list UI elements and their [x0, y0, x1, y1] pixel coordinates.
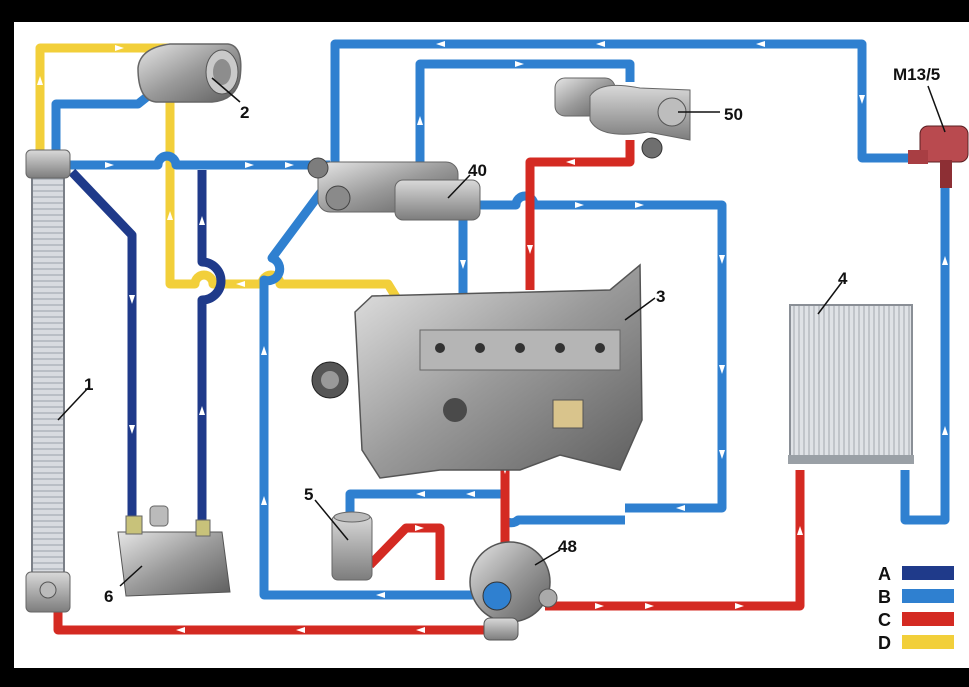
- flow-arrow: [566, 159, 575, 165]
- expansion-tank-component: [137, 43, 242, 103]
- flow-arrow: [466, 491, 475, 497]
- legend-key-b: B: [878, 587, 891, 607]
- radiator-component: [25, 149, 71, 613]
- flow-arrow: [719, 450, 725, 459]
- flow-arrow: [756, 41, 765, 47]
- flow-arrow: [296, 627, 305, 633]
- flow-arrow: [460, 260, 466, 269]
- flow-arrow: [942, 256, 948, 265]
- flow-arrow: [37, 76, 43, 85]
- coolant-pump-component: [469, 541, 558, 641]
- engine-component: [311, 263, 643, 479]
- component-40: [307, 157, 481, 221]
- leader-lines: [57, 77, 946, 587]
- legend-swatch-a: [902, 566, 954, 580]
- flow-arrow: [129, 425, 135, 434]
- flow-arrow: [635, 202, 644, 208]
- flow-arrow: [527, 245, 533, 254]
- flow-arrow: [115, 45, 124, 51]
- callout-4: 4: [838, 269, 848, 288]
- component-5: [331, 511, 373, 581]
- callout-3: 3: [656, 287, 665, 306]
- legend-swatch-c: [902, 612, 954, 626]
- flow-arrow: [199, 216, 205, 225]
- flow-arrow: [515, 61, 524, 67]
- flow-arrow: [719, 255, 725, 264]
- flow-arrow: [575, 202, 584, 208]
- flow-arrow: [735, 603, 744, 609]
- callout-6: 6: [104, 587, 113, 606]
- legend-item-b: B: [878, 587, 954, 607]
- flow-arrow: [376, 592, 385, 598]
- flow-arrow: [797, 526, 803, 535]
- flow-arrow: [199, 406, 205, 415]
- flow-arrow: [719, 365, 725, 374]
- callout-5: 5: [304, 485, 313, 504]
- callout-2: 2: [240, 103, 249, 122]
- flow-arrow: [645, 603, 654, 609]
- callout-40: 40: [468, 161, 487, 180]
- flow-arrow: [416, 627, 425, 633]
- legend-swatch-d: [902, 635, 954, 649]
- flow-arrow: [436, 41, 445, 47]
- callout-labels: 1 2 3 4 5 6 40 48 50 M13/5: [84, 65, 940, 606]
- heater-core-component: [788, 304, 914, 464]
- legend-item-a: A: [878, 564, 954, 584]
- legend-key-c: C: [878, 610, 891, 630]
- legend-swatch-b: [902, 589, 954, 603]
- flow-arrow: [297, 306, 303, 315]
- legend-item-c: C: [878, 610, 954, 630]
- callout-m13-5: M13/5: [893, 65, 940, 84]
- legend-key-a: A: [878, 564, 891, 584]
- flow-arrow: [129, 295, 135, 304]
- callout-48: 48: [558, 537, 577, 556]
- flow-arrow: [167, 211, 173, 220]
- callout-50: 50: [724, 105, 743, 124]
- turbocharger-component: [554, 77, 691, 159]
- flow-arrow: [236, 281, 245, 287]
- legend: A B C D: [878, 564, 954, 653]
- flow-arrow: [285, 162, 294, 168]
- flow-arrows: [37, 41, 948, 633]
- flow-arrow: [416, 491, 425, 497]
- electric-pump-m13-5: [908, 125, 969, 188]
- flow-arrow: [176, 627, 185, 633]
- flow-arrow: [245, 162, 254, 168]
- flow-arrow: [859, 95, 865, 104]
- flow-arrow: [415, 525, 424, 531]
- flow-arrow: [676, 505, 685, 511]
- legend-key-d: D: [878, 633, 891, 653]
- flow-arrow: [261, 346, 267, 355]
- flow-arrow: [417, 116, 423, 125]
- flow-arrow: [942, 426, 948, 435]
- flow-arrow: [595, 603, 604, 609]
- legend-item-d: D: [878, 633, 954, 653]
- flow-arrow: [596, 41, 605, 47]
- flow-arrow: [105, 162, 114, 168]
- callout-1: 1: [84, 375, 93, 394]
- oil-cooler-component: [117, 505, 231, 597]
- flow-arrow: [261, 496, 267, 505]
